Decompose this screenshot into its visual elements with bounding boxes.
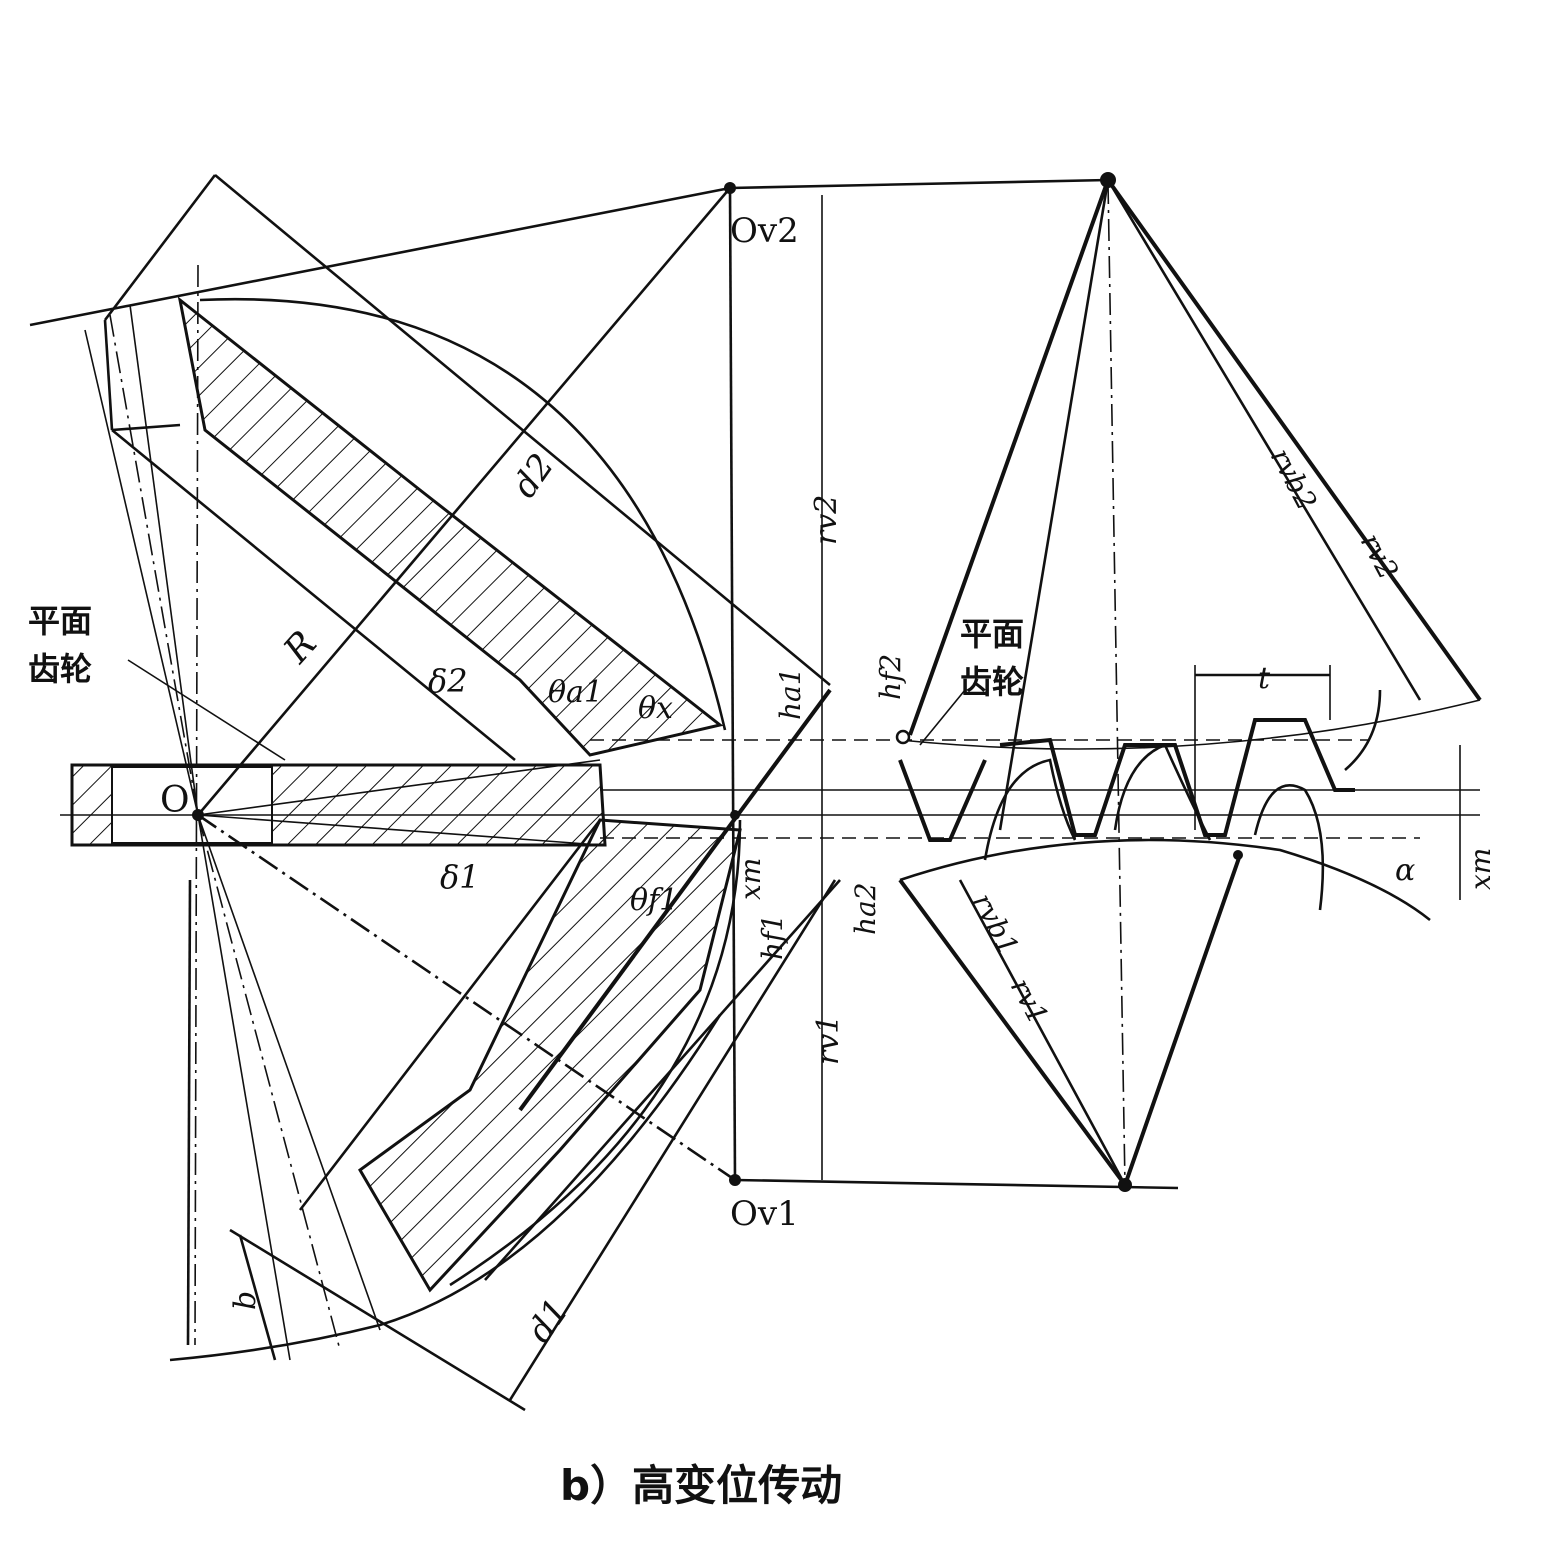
- left-lower-vertical: [186, 879, 192, 1346]
- left-frame-top: [103, 319, 114, 431]
- gear1-lower-cone: [484, 879, 841, 1281]
- rack-teeth-lower: [898, 759, 987, 842]
- crown-gear-left-line2: 齿轮: [28, 650, 92, 688]
- label-r-vb2: rvb2: [1264, 443, 1324, 516]
- crown-gear-left-leader: [127, 659, 286, 761]
- point-pitch-mid: [730, 810, 740, 820]
- label-crown-gear-left: 平面 齿轮: [28, 602, 103, 688]
- point-top-right: [1100, 172, 1116, 188]
- o-to-ov2: [197, 187, 731, 816]
- o-to-cone-tip-2: [197, 814, 601, 846]
- fan-line-1: [84, 329, 199, 816]
- bottom-arc: [169, 1014, 722, 1362]
- gear2-inner-cone: [111, 428, 516, 762]
- gear-tooth-far-right: [1344, 689, 1382, 771]
- fan-line-3: [129, 304, 199, 816]
- top-edge-line: [729, 178, 1109, 190]
- label-alpha: α: [1395, 853, 1415, 888]
- top-cone-line: [29, 186, 731, 327]
- label-r-v2: rv2: [809, 495, 844, 545]
- label-Ov1: Ov1: [730, 1194, 799, 1234]
- label-R: R: [276, 623, 325, 671]
- label-crown-gear-right: 平面 齿轮: [960, 615, 1035, 701]
- point-crown-pitch: [895, 729, 911, 745]
- label-t: t: [1258, 661, 1271, 696]
- crown-gear-left-line1: 平面: [28, 602, 92, 640]
- d2-arc: [199, 297, 727, 731]
- label-Ov2: Ov2: [730, 211, 799, 251]
- right-triangle-rvb2: [1106, 179, 1422, 701]
- right-triangle-lower-left: [898, 878, 1127, 1187]
- d1-arc: [449, 819, 742, 1287]
- label-xm: xm: [734, 858, 767, 900]
- left-axis-vertical: [194, 264, 199, 1346]
- base-circle-arc: [899, 838, 1431, 922]
- rvb1-line: [958, 879, 1127, 1186]
- right-vertical-axis: [1107, 181, 1126, 1186]
- label-h-f1: hf1: [756, 914, 789, 960]
- ov2-vertical: [728, 187, 737, 1183]
- label-O: O: [160, 780, 190, 821]
- point-bottom-right: [1118, 1178, 1132, 1192]
- label-r-v1-right: rv1: [1004, 973, 1055, 1030]
- construction-lines: [29, 173, 1482, 1412]
- point-Ov1: [729, 1174, 741, 1186]
- left-upper-diag: [103, 174, 217, 321]
- crown-gear-right-line2: 齿轮: [960, 663, 1024, 701]
- point-pitch-lower: [1233, 850, 1243, 860]
- label-theta-f1: θf1: [630, 883, 678, 918]
- gear1-dim-d1: [508, 879, 837, 1401]
- point-O: [192, 809, 204, 821]
- rack-teeth-upper: [999, 718, 1355, 837]
- addendum-arc-top: [899, 699, 1481, 750]
- gear2-axis-cone: [214, 173, 831, 687]
- fan-line-5: [197, 814, 341, 1351]
- label-theta-x: θx: [638, 691, 673, 726]
- label-delta2: δ2: [428, 662, 468, 700]
- label-delta1: δ1: [440, 858, 480, 896]
- ov2-to-gear1: [518, 688, 832, 1112]
- label-theta-a1: θa1: [548, 675, 603, 710]
- b-dim-line: [238, 1234, 277, 1361]
- label-xm-right: xm: [1464, 848, 1497, 890]
- o-to-ov1: [197, 813, 736, 1182]
- gear-tooth-left: [983, 758, 1077, 861]
- figure-caption: b）高变位传动: [560, 1461, 842, 1510]
- label-d1: d1: [520, 1292, 578, 1350]
- right-triangle-inner-left: [998, 179, 1110, 831]
- right-triangle-lower-right: [1123, 854, 1242, 1186]
- crown-gear-right-leader: [919, 689, 966, 746]
- fan-line-6: [197, 814, 381, 1331]
- tooth-profiles: [898, 665, 1461, 911]
- points: [192, 172, 1243, 1192]
- o-to-cone-tip: [197, 759, 601, 816]
- crown-gear-right-line1: 平面: [960, 615, 1024, 653]
- label-b: b: [228, 1291, 263, 1310]
- fan-line-4: [197, 814, 291, 1361]
- gear1-upper-cone: [298, 819, 602, 1211]
- label-h-a1: ha1: [774, 667, 807, 720]
- gear-tooth-right: [1253, 784, 1325, 911]
- point-Ov2: [724, 182, 736, 194]
- label-h-f2: hf2: [874, 654, 907, 700]
- label-r-v1: rv1: [811, 1015, 846, 1065]
- arcs: [169, 297, 1481, 1362]
- fan-line-2: [109, 314, 199, 816]
- right-triangle-left-upper: [908, 179, 1110, 736]
- lower-long-line: [229, 1228, 526, 1412]
- right-triangle-right-upper: [1106, 178, 1482, 702]
- crown-gear-bar-gap: [111, 766, 273, 844]
- label-h-a2: ha2: [849, 882, 882, 935]
- label-r-vb1: rvb1: [966, 888, 1026, 961]
- bottom-edge-line: [734, 1178, 1179, 1190]
- gear2-section: [177, 296, 724, 757]
